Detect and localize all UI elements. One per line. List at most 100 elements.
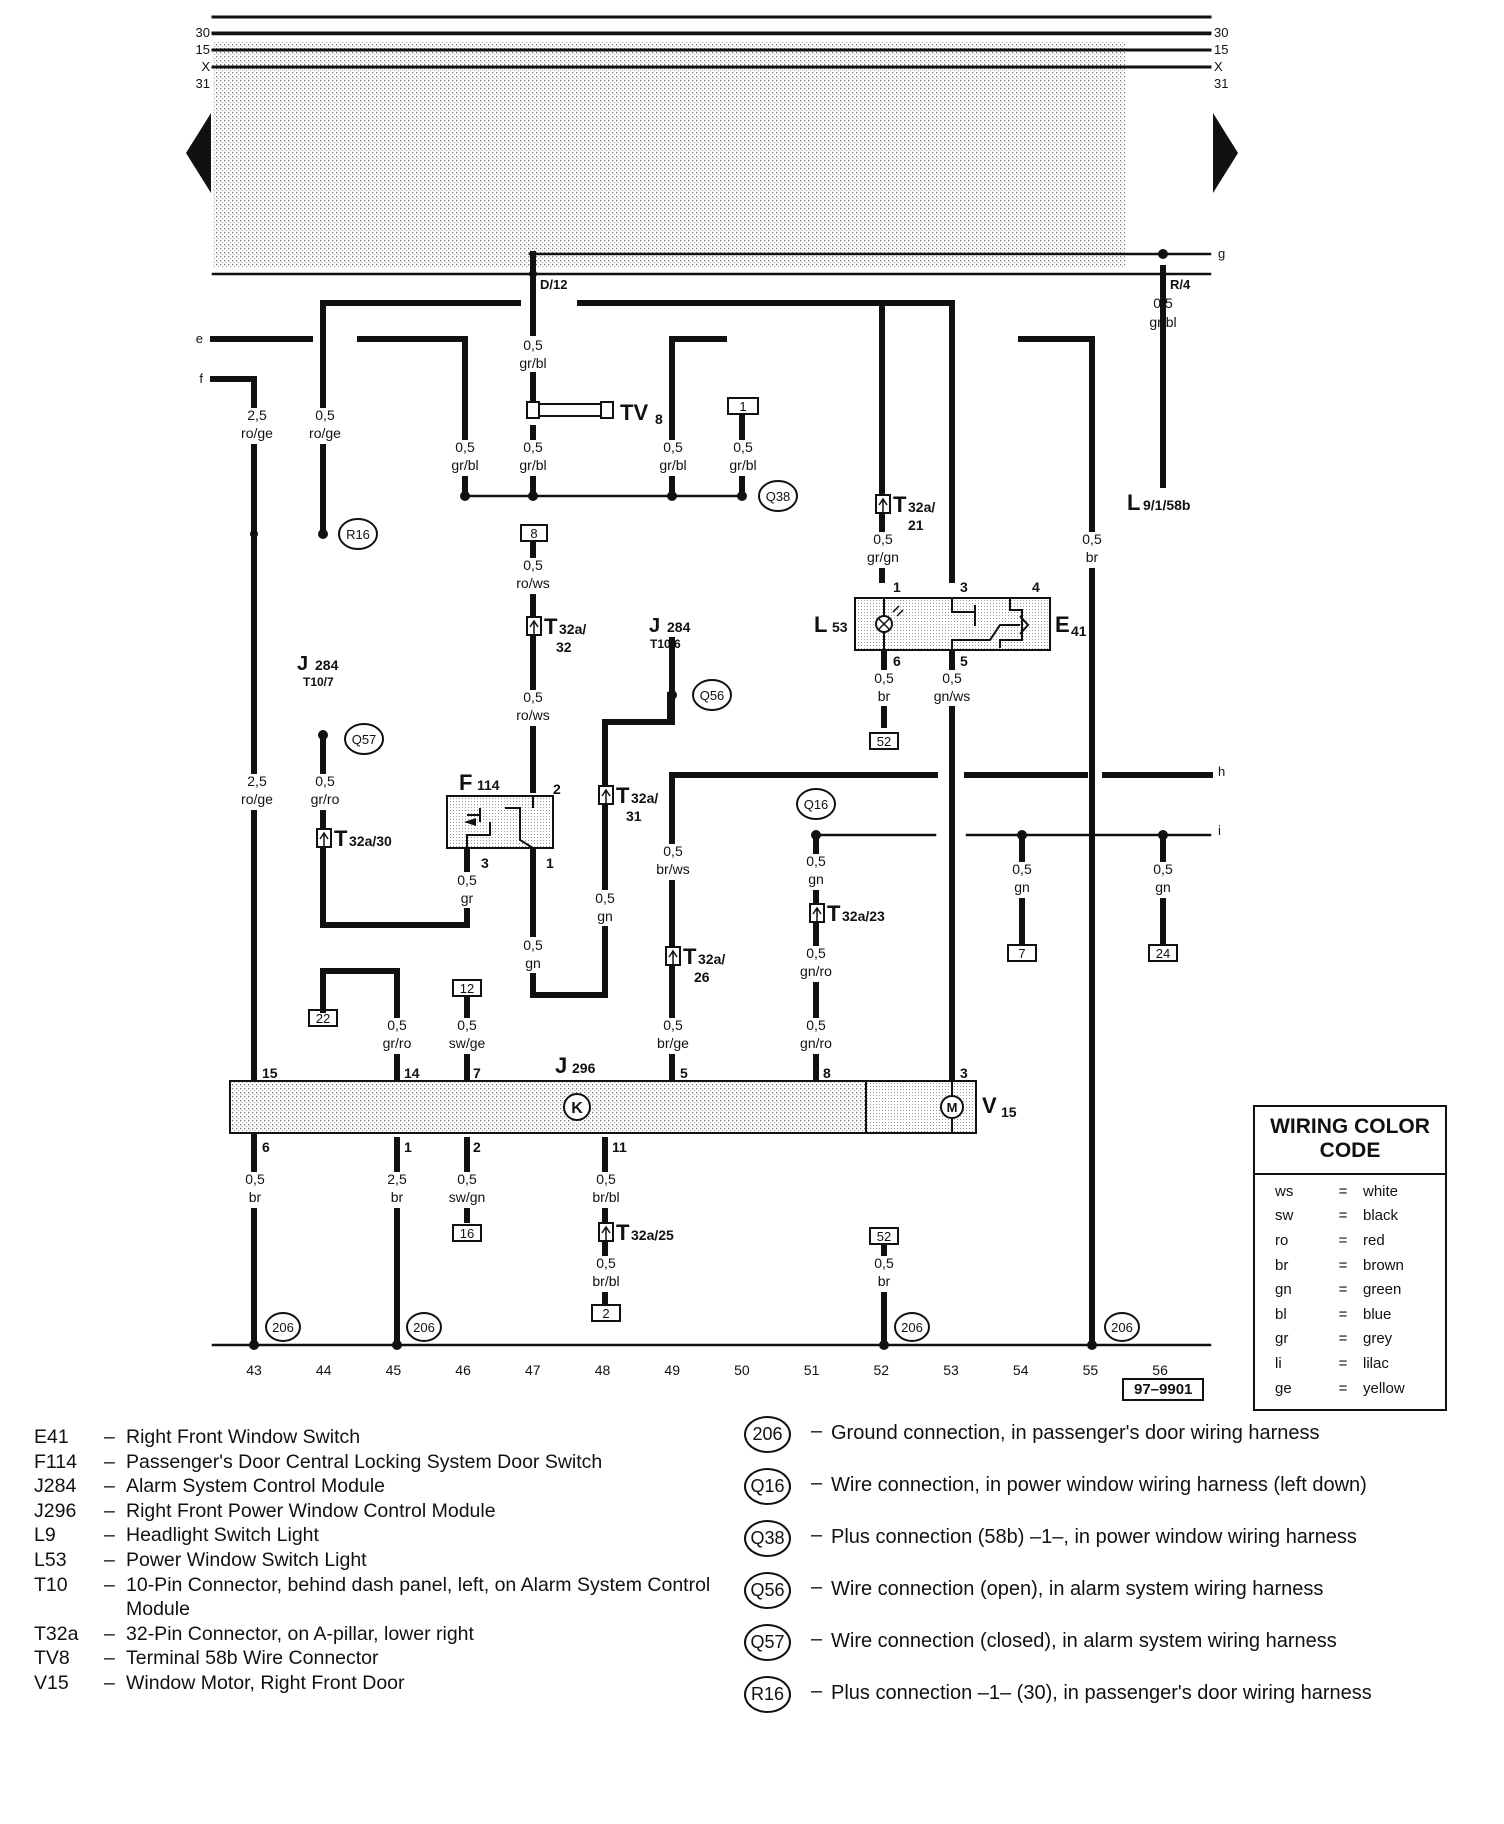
svg-text:9/1/58b: 9/1/58b xyxy=(1143,497,1190,513)
svg-text:gr/bl: gr/bl xyxy=(659,457,686,473)
svg-text:114: 114 xyxy=(477,777,500,793)
bottom-number: 45 xyxy=(386,1362,402,1378)
svg-text:0,5: 0,5 xyxy=(596,1171,616,1187)
j284-labels: J 284 T10/6 J 284 T10/7 xyxy=(297,615,691,689)
box-24: 24 xyxy=(1148,944,1178,962)
svg-text:br/ge: br/ge xyxy=(657,1035,689,1051)
circle-q57: Q57 xyxy=(352,732,377,747)
svg-text:ro/ge: ro/ge xyxy=(241,791,273,807)
svg-text:gr/ro: gr/ro xyxy=(311,791,340,807)
circle-206-d: 206 xyxy=(1111,1320,1133,1335)
bottom-number: 46 xyxy=(455,1362,471,1378)
svg-text:gr/bl: gr/bl xyxy=(451,457,478,473)
svg-text:gr/bl: gr/bl xyxy=(519,457,546,473)
connection-legend: 206–Ground connection, in passenger's do… xyxy=(744,1416,1484,1732)
svg-text:0,5: 0,5 xyxy=(455,439,475,455)
box-16: 16 xyxy=(452,1224,482,1242)
tv8-connector: TV 8 xyxy=(526,400,663,427)
arrow-right-icon xyxy=(1213,113,1238,193)
rail-label-30-right: 30 xyxy=(1214,25,1228,40)
svg-text:52: 52 xyxy=(877,1229,891,1244)
svg-text:12: 12 xyxy=(460,981,474,996)
svg-text:T: T xyxy=(616,783,630,808)
svg-text:32a/: 32a/ xyxy=(698,951,725,967)
svg-text:1: 1 xyxy=(404,1139,412,1155)
component-legend-row: J296–Right Front Power Window Control Mo… xyxy=(34,1499,496,1522)
svg-text:0,5: 0,5 xyxy=(595,890,615,906)
svg-text:2: 2 xyxy=(602,1306,609,1321)
j296-module: K M J 296 V 15 15 14 7 5 8 3 6 1 2 11 xyxy=(229,1053,1017,1155)
component-legend-row: L53–Power Window Switch Light xyxy=(34,1548,367,1571)
svg-text:gn: gn xyxy=(808,871,824,887)
svg-text:284: 284 xyxy=(315,657,339,673)
svg-text:M: M xyxy=(947,1100,958,1115)
svg-text:0,5: 0,5 xyxy=(874,670,894,686)
svg-text:ro/ws: ro/ws xyxy=(516,575,549,591)
svg-text:4: 4 xyxy=(1032,579,1040,595)
svg-text:0,5: 0,5 xyxy=(596,1255,616,1271)
connection-badge: Q57 xyxy=(744,1624,791,1661)
thick-wires xyxy=(210,251,1213,1348)
rail-label-i: i xyxy=(1218,823,1221,838)
color-code-row: br=brown xyxy=(1275,1256,1404,1274)
bottom-number: 53 xyxy=(943,1362,959,1378)
bottom-number: 43 xyxy=(246,1362,262,1378)
svg-text:T10/7: T10/7 xyxy=(303,675,334,689)
wire-labels: 0,5 gr/bl 2,5 ro/ge 0,5 ro/ge 0,5 gr/bl … xyxy=(234,336,1182,1292)
rail-label-31-right: 31 xyxy=(1214,76,1228,91)
svg-text:0,5: 0,5 xyxy=(523,689,543,705)
svg-text:0,5: 0,5 xyxy=(457,1171,477,1187)
svg-text:41: 41 xyxy=(1071,623,1087,639)
bottom-number: 44 xyxy=(316,1362,332,1378)
svg-text:T: T xyxy=(334,826,348,851)
bottom-number: 56 xyxy=(1152,1362,1168,1378)
junction-dots xyxy=(249,270,1168,1350)
svg-text:br: br xyxy=(878,1273,891,1289)
box-52-lower: 52 xyxy=(869,1227,899,1245)
connection-legend-row: Q38–Plus connection (58b) –1–, in power … xyxy=(744,1520,1484,1557)
svg-text:gn/ro: gn/ro xyxy=(800,1035,832,1051)
svg-text:1: 1 xyxy=(893,579,901,595)
bottom-number: 50 xyxy=(734,1362,750,1378)
svg-text:0,5: 0,5 xyxy=(873,531,893,547)
svg-text:T: T xyxy=(544,614,558,639)
svg-text:0,5: 0,5 xyxy=(1082,531,1102,547)
rail-label-e: e xyxy=(196,331,203,346)
svg-text:0,5: 0,5 xyxy=(523,337,543,353)
bottom-number: 51 xyxy=(804,1362,820,1378)
svg-text:sw/ge: sw/ge xyxy=(449,1035,486,1051)
svg-text:0,5: 0,5 xyxy=(663,1017,683,1033)
rail-label-15-left: 15 xyxy=(196,42,210,57)
svg-text:0,5: 0,5 xyxy=(523,557,543,573)
circle-206-c: 206 xyxy=(901,1320,923,1335)
component-legend-row: L9–Headlight Switch Light xyxy=(34,1524,319,1547)
rail-label-x-left: X xyxy=(201,59,210,74)
rail-label-x-right: X xyxy=(1214,59,1223,74)
svg-text:3: 3 xyxy=(481,855,489,871)
connection-badge: R16 xyxy=(744,1676,791,1713)
svg-text:15: 15 xyxy=(1001,1104,1017,1120)
rail-label-15-right: 15 xyxy=(1214,42,1228,57)
svg-text:0,5: 0,5 xyxy=(1012,861,1032,877)
connection-legend-row: Q57–Wire connection (closed), in alarm s… xyxy=(744,1624,1484,1661)
svg-text:16: 16 xyxy=(460,1226,474,1241)
circle-q16: Q16 xyxy=(804,797,829,812)
svg-text:0,5: 0,5 xyxy=(806,853,826,869)
label-r4: R/4 xyxy=(1170,277,1191,292)
svg-text:53: 53 xyxy=(832,619,848,635)
j296-label: J xyxy=(555,1053,567,1078)
box-22: 22 xyxy=(308,1009,338,1027)
svg-text:32: 32 xyxy=(556,639,572,655)
svg-text:3: 3 xyxy=(960,579,968,595)
svg-text:0,5: 0,5 xyxy=(806,1017,826,1033)
bottom-number: 55 xyxy=(1083,1362,1099,1378)
wiring-diagram: 30 15 X 31 30 15 X 31 g e f h i xyxy=(186,15,1238,1378)
svg-text:br/bl: br/bl xyxy=(592,1273,619,1289)
component-legend-row: E41–Right Front Window Switch xyxy=(34,1426,361,1448)
l9-label: L xyxy=(1127,490,1140,515)
v15-label: V xyxy=(982,1093,997,1118)
svg-text:gr: gr xyxy=(461,890,474,906)
svg-text:br: br xyxy=(249,1189,262,1205)
svg-text:6: 6 xyxy=(262,1139,270,1155)
